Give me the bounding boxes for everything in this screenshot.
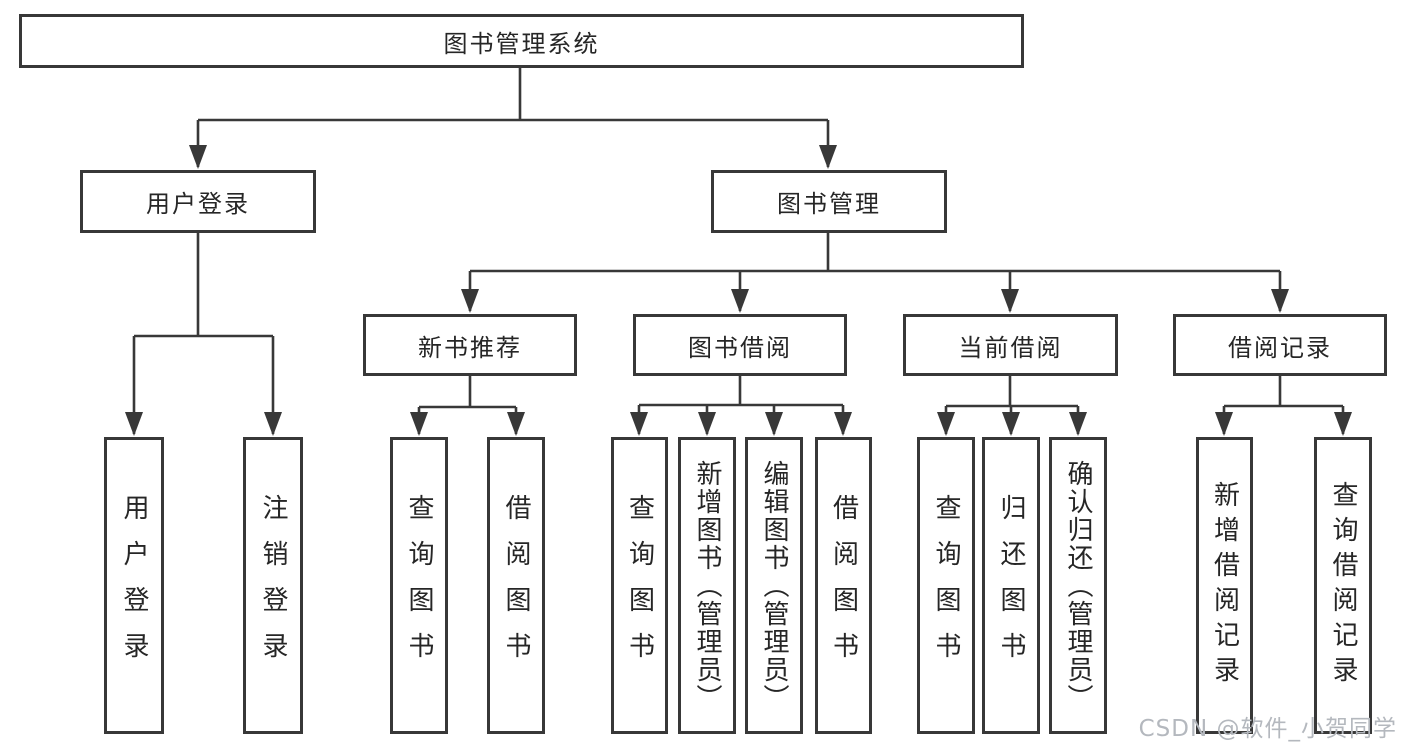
csdn-watermark: CSDN @软件_小贺同学 [1138, 716, 1397, 742]
node-label: 用户登录 [119, 493, 149, 678]
node-leaf-query-books: 查询图书 [611, 437, 668, 734]
node-book-borrowing: 图书借阅 [633, 314, 847, 376]
node-leaf-add-borrow-record: 新增借阅记录 [1196, 437, 1253, 734]
node-leaf-add-books-admin: 新增图书（管理员） [678, 437, 736, 734]
node-label: 图书借阅 [688, 333, 792, 362]
node-label: 查询图书 [931, 493, 961, 678]
node-label: 查询图书 [624, 493, 655, 678]
node-label: 图书管理系统 [443, 29, 600, 58]
node-label: 确认归还（管理员） [1063, 459, 1093, 712]
node-label: 借阅图书 [501, 493, 531, 678]
node-leaf-query-books: 查询图书 [917, 437, 975, 734]
node-book-management: 图书管理 [711, 170, 947, 233]
node-leaf-borrow-books: 借阅图书 [815, 437, 872, 734]
node-current-borrowing: 当前借阅 [903, 314, 1118, 376]
node-library-system: 图书管理系统 [19, 14, 1024, 68]
node-label: 用户登录 [146, 190, 250, 218]
node-label: 编辑图书（管理员） [759, 459, 789, 712]
node-new-book-recommendation: 新书推荐 [363, 314, 577, 376]
node-label: 新书推荐 [418, 333, 522, 362]
node-leaf-edit-books-admin: 编辑图书（管理员） [745, 437, 803, 734]
node-label: 新增借阅记录 [1209, 480, 1240, 691]
node-label: 借阅记录 [1228, 333, 1332, 362]
node-user-login: 用户登录 [80, 170, 316, 233]
node-label: 注销登录 [258, 493, 288, 678]
node-leaf-return-books: 归还图书 [982, 437, 1040, 734]
node-leaf-logout: 注销登录 [243, 437, 303, 734]
node-label: 当前借阅 [958, 333, 1063, 362]
node-leaf-user-login: 用户登录 [104, 437, 164, 734]
node-leaf-query-borrow-record: 查询借阅记录 [1314, 437, 1372, 734]
node-label: 归还图书 [996, 493, 1026, 678]
node-label: 查询图书 [404, 493, 434, 678]
node-leaf-query-books: 查询图书 [390, 437, 448, 734]
node-label: 新增图书（管理员） [692, 459, 722, 712]
node-leaf-borrow-books: 借阅图书 [487, 437, 545, 734]
node-label: 借阅图书 [828, 493, 859, 678]
node-label: 图书管理 [777, 190, 881, 218]
node-label: 查询借阅记录 [1328, 480, 1358, 691]
node-borrowing-records: 借阅记录 [1173, 314, 1387, 376]
node-leaf-confirm-return-admin: 确认归还（管理员） [1049, 437, 1107, 734]
